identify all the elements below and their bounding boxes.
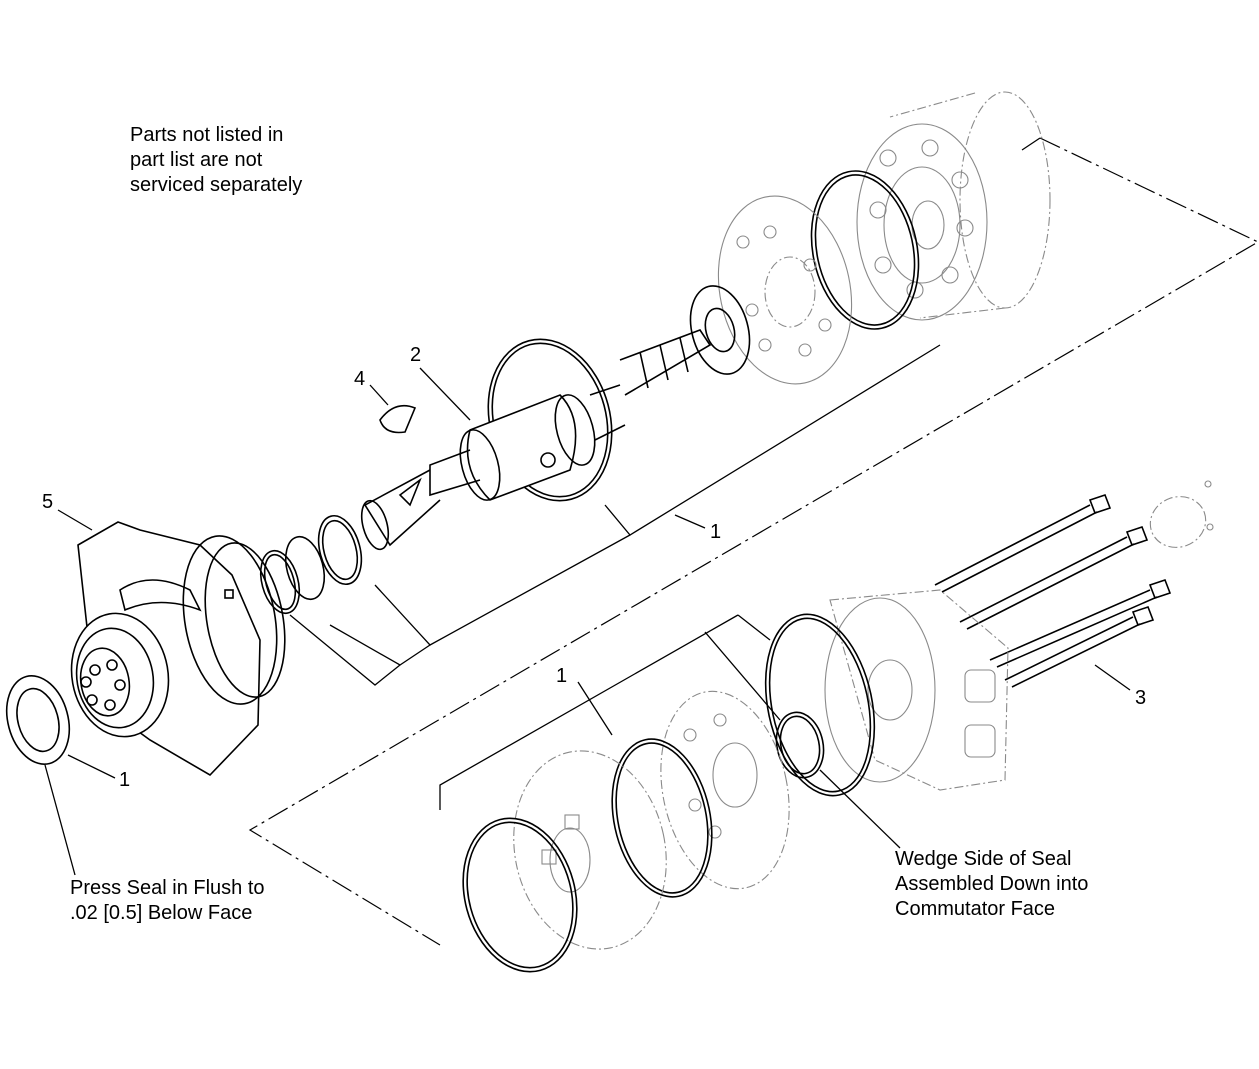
assembly-phantom-outline — [248, 137, 1259, 946]
thrust-bearing — [689, 285, 751, 375]
leader-item5 — [57, 509, 93, 531]
callout-item-5: 5 — [42, 491, 54, 513]
leader-item2 — [419, 367, 471, 421]
commutator — [660, 690, 790, 890]
callout-item-1-shaft-seals: 1 — [710, 521, 722, 543]
wear-plate — [717, 195, 853, 385]
housing — [70, 521, 286, 777]
note-line: Wedge Side of Seal — [895, 848, 1072, 870]
nameplate — [1149, 480, 1214, 548]
leader-item3 — [1094, 664, 1131, 691]
shaft-inner-seals — [259, 514, 363, 615]
callout-item-1-commutator-seals: 1 — [556, 665, 568, 687]
key — [379, 404, 417, 434]
valve — [513, 750, 667, 950]
note-wedge-side: Wedge Side of Seal Assembled Down into C… — [895, 847, 1088, 922]
note-line: Commutator Face — [895, 898, 1056, 920]
drive-spline — [619, 329, 712, 396]
geroler-seal-ring — [810, 170, 920, 330]
cap-screws — [934, 493, 1172, 688]
dust-seal — [5, 675, 71, 765]
callout-item-3: 3 — [1135, 687, 1147, 709]
leader-item1-upper — [289, 344, 941, 686]
note-line: Press Seal in Flush to — [70, 877, 265, 899]
note-line: part list are not — [130, 149, 263, 171]
coupling-shaft — [360, 384, 626, 551]
end-cap — [824, 589, 1009, 791]
leader-item4 — [369, 384, 389, 406]
note-press-seal: Press Seal in Flush to .02 [0.5] Below F… — [70, 876, 265, 926]
callout-item-4: 4 — [354, 368, 366, 390]
geroler-set — [856, 91, 1051, 321]
note-line: Parts not listed in — [130, 124, 284, 146]
note-parts-not-listed: Parts not listed in part list are not se… — [130, 123, 302, 198]
leader-wedge-side — [819, 769, 901, 849]
commutator-seal-rings — [764, 613, 876, 797]
callout-item-1-dust-seal: 1 — [119, 769, 131, 791]
note-line: Assembled Down into — [895, 873, 1089, 895]
leader-item1-dust-seal — [67, 754, 116, 779]
commutator-ring-seal — [611, 738, 713, 898]
leader-press-seal — [44, 764, 76, 876]
note-line: serviced separately — [130, 174, 303, 196]
leader-item1-lower — [439, 614, 781, 810]
valve-seal-ring — [462, 817, 578, 973]
callout-item-2: 2 — [410, 344, 422, 366]
note-line: .02 [0.5] Below Face — [70, 902, 253, 924]
